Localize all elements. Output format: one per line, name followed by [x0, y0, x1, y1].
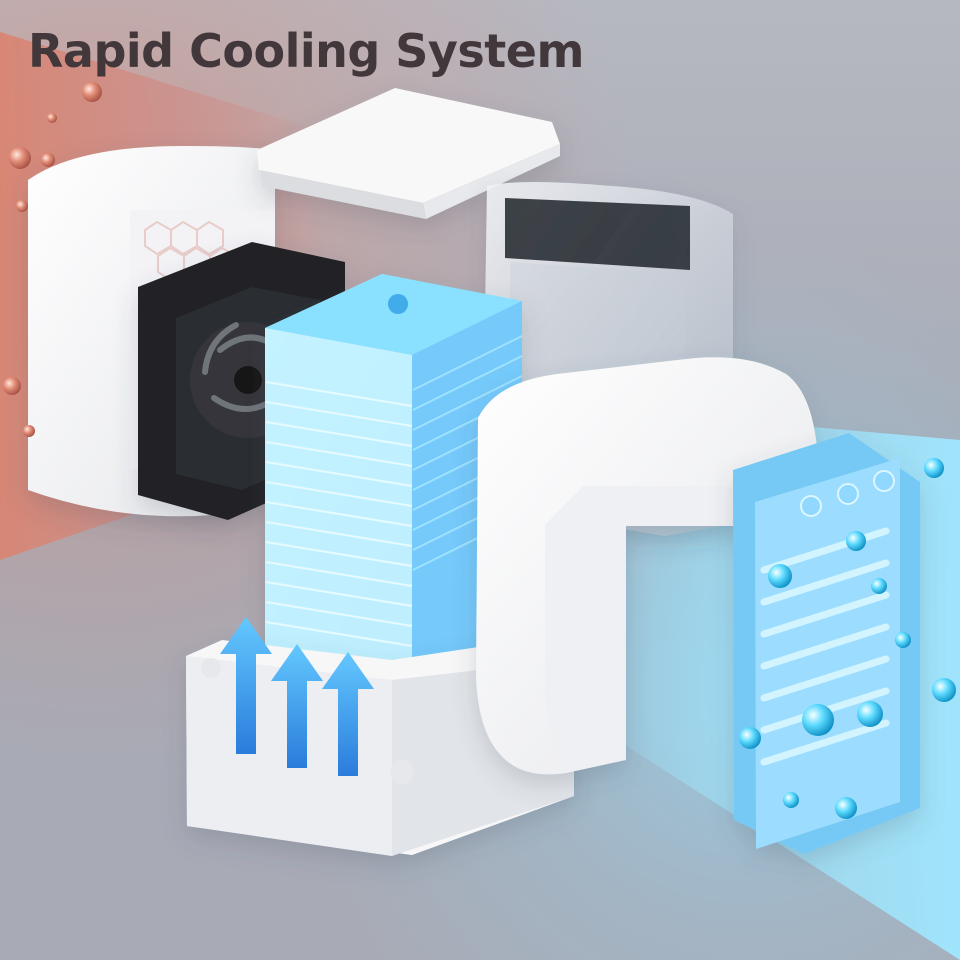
- water-droplet-icon: [3, 82, 956, 819]
- control-button-icon: [800, 470, 895, 517]
- front-shell: [476, 357, 818, 775]
- arrow-up-icon: [220, 617, 374, 776]
- front-grille: [733, 433, 920, 854]
- top-cover: [257, 88, 560, 219]
- page-title: Rapid Cooling System: [28, 24, 584, 78]
